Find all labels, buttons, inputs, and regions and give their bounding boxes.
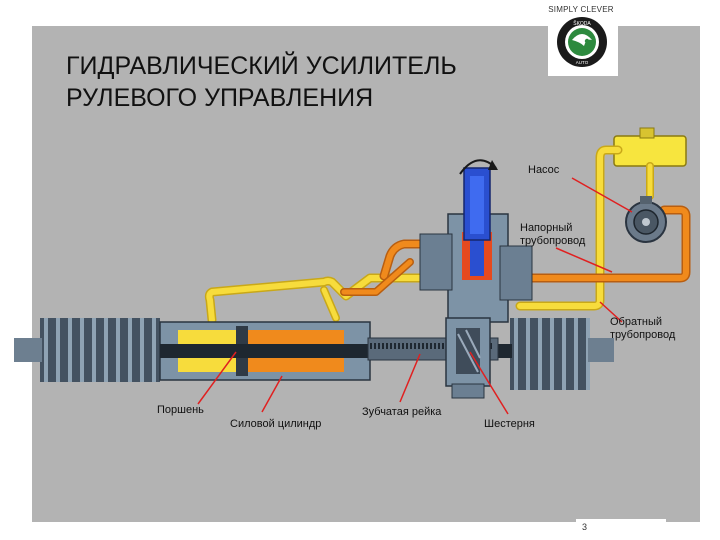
pressure-line [340, 205, 691, 296]
left-boot [14, 318, 160, 382]
title-line-2: РУЛЕВОГО УПРАВЛЕНИЯ [66, 84, 374, 112]
page-title: ГИДРАВЛИЧЕСКИЙ УСИЛИТЕЛЬ РУЛЕВОГО УПРАВЛ… [66, 50, 546, 114]
leader-lines [197, 177, 633, 415]
power-cylinder [159, 321, 512, 381]
fluid-reservoir [613, 127, 687, 167]
svg-text:AUTO: AUTO [576, 60, 589, 65]
return-line [204, 145, 654, 325]
skoda-logo-icon: ŠKODA AUTO [557, 17, 607, 67]
label-return-line-2: трубопровод [610, 329, 676, 341]
brand-slogan: SIMPLY CLEVER [548, 5, 614, 14]
label-piston: Поршень [157, 404, 204, 416]
label-pressure-line-2: трубопровод [520, 235, 586, 247]
steering-shaft [459, 159, 498, 241]
label-return-line-1: Обратный [610, 316, 663, 328]
title-line-1: ГИДРАВЛИЧЕСКИЙ УСИЛИТЕЛЬ [66, 52, 457, 80]
label-pressure-line-1: Напорный [520, 222, 573, 234]
page-number: 3 [582, 522, 588, 532]
label-return-line: Обратный трубопровод [610, 316, 675, 342]
label-pinion: Шестерня [484, 418, 535, 430]
label-pump: Насос [528, 164, 560, 176]
right-boot [510, 318, 614, 390]
label-pressure-line: Напорный трубопровод [520, 222, 585, 248]
label-power-cylinder: Силовой цилиндр [230, 418, 322, 430]
label-rack: Зубчатая рейка [362, 406, 442, 418]
svg-text:ŠKODA: ŠKODA [573, 20, 591, 27]
steering-valve [419, 213, 533, 399]
pump [625, 196, 667, 243]
page-number-box: 3 [576, 519, 666, 540]
